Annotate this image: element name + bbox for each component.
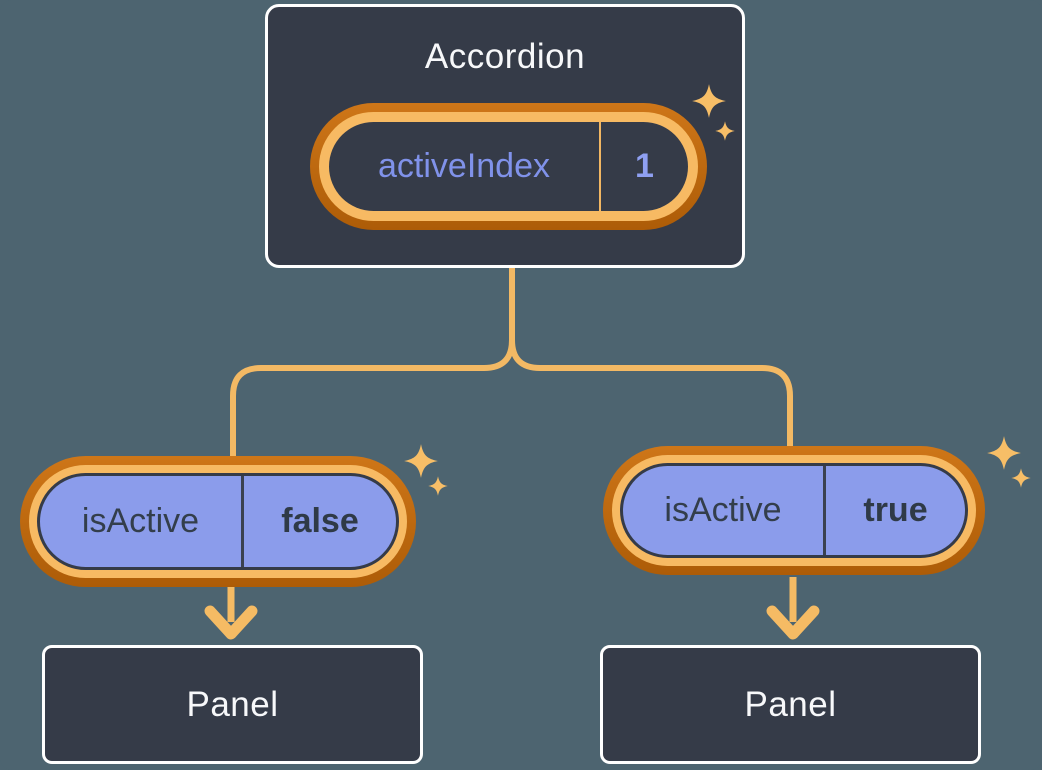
state-pill: activeIndex 1 <box>329 122 688 211</box>
sparkle-icon <box>987 436 1021 470</box>
sparkle-icon <box>428 476 448 496</box>
state-pill-active-index: activeIndex 1 <box>310 103 707 230</box>
arrow-right-head <box>766 605 820 640</box>
glow-ring-inner: isActive true <box>612 455 976 566</box>
glow-ring-inner: activeIndex 1 <box>319 112 698 221</box>
panel-label: Panel <box>744 684 837 724</box>
panel-label: Panel <box>186 684 279 724</box>
glow-ring-outer: isActive false <box>20 456 416 587</box>
pill-divider <box>823 466 826 555</box>
branch-left-line <box>230 267 515 458</box>
sparkle-icon <box>404 444 438 478</box>
sparkle-icon <box>715 121 735 141</box>
sparkle-icon <box>692 84 726 118</box>
sparkle-icon <box>1011 468 1031 488</box>
state-pill-is-active-right: isActive true <box>603 446 985 575</box>
panel-box-left: Panel <box>42 645 423 764</box>
state-name-label: activeIndex <box>378 147 550 185</box>
panel-box-right: Panel <box>600 645 981 764</box>
pill-divider <box>241 476 244 567</box>
arrow-left-head <box>204 605 258 640</box>
state-pill: isActive false <box>37 473 399 570</box>
state-pill-is-active-left: isActive false <box>20 456 416 587</box>
accordion-title: Accordion <box>424 37 586 76</box>
glow-ring-outer: activeIndex 1 <box>310 103 707 230</box>
pill-divider <box>599 122 601 211</box>
glow-ring-outer: isActive true <box>603 446 985 575</box>
glow-ring-inner: isActive false <box>29 465 407 578</box>
state-name-label: isActive <box>81 502 200 540</box>
state-value-label: 1 <box>635 147 654 185</box>
state-value-label: false <box>281 502 359 540</box>
state-name-label: isActive <box>664 491 782 529</box>
state-pill: isActive true <box>620 463 968 558</box>
branch-right-line <box>509 267 793 448</box>
state-value-label: true <box>863 491 928 529</box>
